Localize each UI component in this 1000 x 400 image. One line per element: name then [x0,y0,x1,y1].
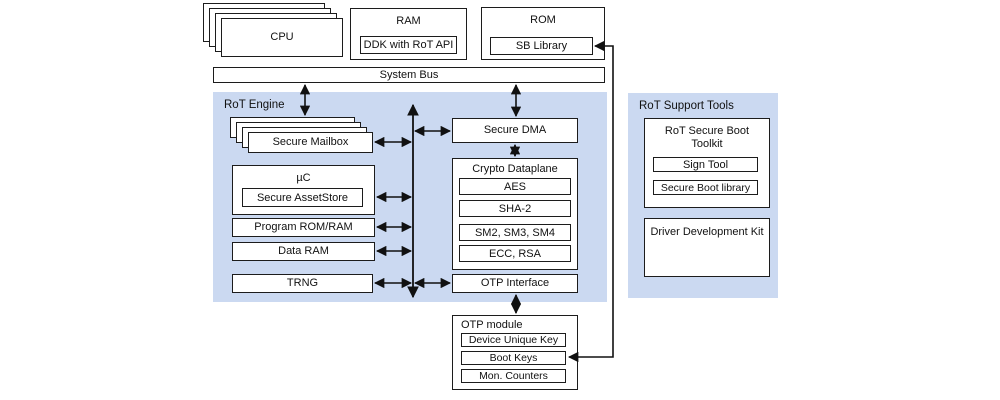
rot-engine-title: RoT Engine [224,99,285,111]
system-bus-label: System Bus [379,68,439,81]
otp-module-title: OTP module [461,319,523,331]
program-rom-ram-box: Program ROM/RAM [232,218,375,237]
driver-development-kit-label: Driver Development Kit [650,226,764,238]
ram-label: RAM [396,15,421,27]
otp-interface-box: OTP Interface [452,274,578,293]
secure-assetstore-box: Secure AssetStore [242,188,363,207]
sha2-label: SHA-2 [498,202,532,215]
secure-assetstore-label: Secure AssetStore [256,191,349,204]
sha2-box: SHA-2 [459,200,571,217]
cpu-label: CPU [270,31,294,44]
secure-boot-library-box: Secure Boot library [653,180,758,195]
ecc-rsa-label: ECC, RSA [489,247,541,260]
otp-interface-label: OTP Interface [480,277,550,290]
ddk-with-rot-api-label: DDK with RoT API [363,39,454,51]
aes-label: AES [503,180,526,193]
driver-development-kit-box: Driver Development Kit [644,218,770,277]
device-unique-key-label: Device Unique Key [468,334,559,346]
uc-label: µC [296,172,311,184]
data-ram-label: Data RAM [278,245,329,258]
boot-keys-box: Boot Keys [461,351,566,365]
rot-support-tools-title: RoT Support Tools [639,100,734,112]
secure-dma-box: Secure DMA [452,118,578,143]
program-rom-ram-label: Program ROM/RAM [254,221,353,234]
trng-box: TRNG [232,274,373,293]
system-bus: System Bus [213,67,605,83]
secure-boot-library-label: Secure Boot library [660,181,751,194]
secure-mailbox-label: Secure Mailbox [272,136,349,149]
sb-library-label: SB Library [515,40,568,52]
sign-tool-box: Sign Tool [653,157,758,172]
boot-keys-label: Boot Keys [489,352,538,364]
sm2-sm3-sm4-label: SM2, SM3, SM4 [474,226,556,239]
cpu-box: CPU [221,18,343,57]
sign-tool-label: Sign Tool [682,158,729,171]
secure-dma-label: Secure DMA [483,124,547,137]
rot-secure-boot-toolkit-label: RoT Secure Boot Toolkit [664,125,750,150]
device-unique-key-box: Device Unique Key [461,333,566,347]
sb-library-box: SB Library [490,37,593,55]
aes-box: AES [459,178,571,195]
mon-counters-label: Mon. Counters [479,370,548,382]
mon-counters-box: Mon. Counters [461,369,566,383]
secure-mailbox-box: Secure Mailbox [248,132,373,153]
trng-label: TRNG [286,277,319,290]
sm2-sm3-sm4-box: SM2, SM3, SM4 [459,224,571,241]
ecc-rsa-box: ECC, RSA [459,245,571,262]
rom-label: ROM [530,14,556,26]
data-ram-box: Data RAM [232,242,375,261]
crypto-dataplane-label: Crypto Dataplane [472,163,558,175]
ddk-with-rot-api-box: DDK with RoT API [360,36,457,54]
